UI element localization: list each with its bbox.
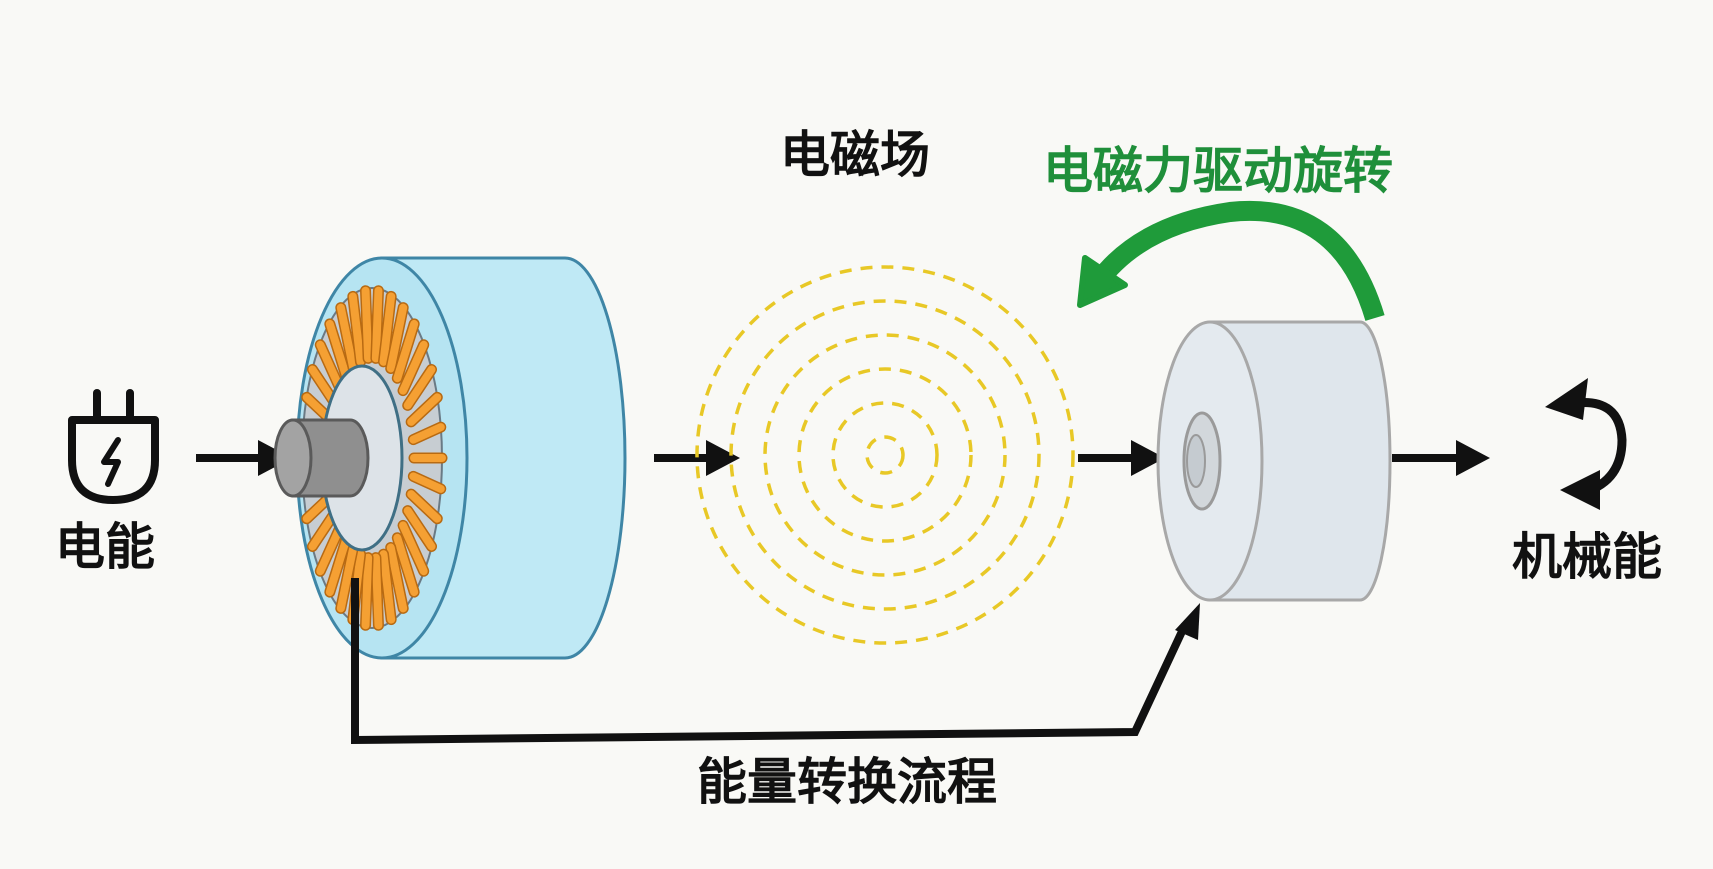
input-energy-label: 电能 xyxy=(55,518,155,576)
field-ring xyxy=(763,333,1007,577)
coil-turn xyxy=(379,292,396,366)
coil-turn xyxy=(403,506,436,551)
coil-turn xyxy=(386,543,408,613)
coil-turn xyxy=(393,533,419,597)
power-plug-icon xyxy=(68,389,159,504)
coil-turn xyxy=(407,393,442,426)
coil-turn xyxy=(325,533,351,597)
coil-turn xyxy=(386,303,408,373)
arrow-stator-to-field xyxy=(654,440,740,476)
coil-turn xyxy=(379,550,396,624)
coil-turn xyxy=(371,286,383,363)
coil-turn xyxy=(409,423,445,444)
drive-rotation-arrow xyxy=(1077,200,1385,321)
rotor-cylinder-icon xyxy=(1156,320,1392,602)
coil-turn xyxy=(325,319,351,383)
coil-turn xyxy=(409,472,445,493)
stator-coil-icon xyxy=(273,256,627,660)
arrow-rotor-to-output xyxy=(1392,440,1490,476)
field-ring xyxy=(865,435,905,475)
coil-turn xyxy=(403,365,436,410)
coil-turn xyxy=(407,490,442,523)
field-ring xyxy=(831,401,939,509)
field-ring xyxy=(797,367,973,543)
coil-turn xyxy=(393,319,419,383)
coil-turn xyxy=(336,303,358,373)
coil-turn xyxy=(399,521,428,576)
drive-rotation-label: 电磁力驱动旋转 xyxy=(1043,142,1393,200)
concentric-field-icon xyxy=(695,265,1075,645)
process-label: 能量转换流程 xyxy=(697,753,997,811)
output-energy-label: 机械能 xyxy=(1512,528,1662,586)
coil-turn xyxy=(361,553,373,630)
field-ring xyxy=(729,299,1041,611)
coil-turn xyxy=(371,553,383,630)
coil-turn xyxy=(348,292,365,366)
magnetic-field-label: 电磁场 xyxy=(780,126,930,184)
field-ring xyxy=(695,265,1075,645)
arrow-field-to-rotor xyxy=(1078,440,1165,476)
rotation-arrows-icon xyxy=(1545,378,1627,510)
feedback-connection-arrow xyxy=(351,578,1200,745)
coil-turn xyxy=(336,543,358,613)
coil-turn xyxy=(361,286,373,363)
coil-turn xyxy=(399,340,428,395)
